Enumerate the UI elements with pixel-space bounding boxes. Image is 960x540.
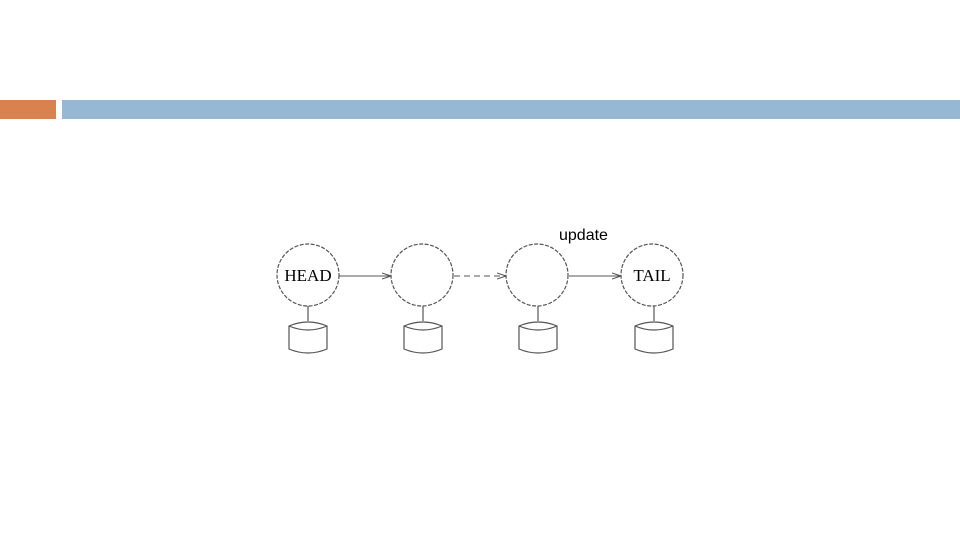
header-accent-bar — [0, 100, 56, 119]
update-annotation: update — [559, 227, 608, 244]
node-head-label: HEAD — [284, 266, 331, 285]
database-icon — [288, 306, 328, 354]
database-icon — [403, 306, 443, 354]
node-tail: TAIL — [620, 243, 684, 307]
node-3 — [505, 243, 569, 307]
database-icon — [634, 306, 674, 354]
node-2 — [390, 243, 454, 307]
node-tail-label: TAIL — [633, 266, 670, 285]
database-icon — [518, 306, 558, 354]
header-bar — [62, 100, 960, 119]
node-head: HEAD — [276, 243, 340, 307]
